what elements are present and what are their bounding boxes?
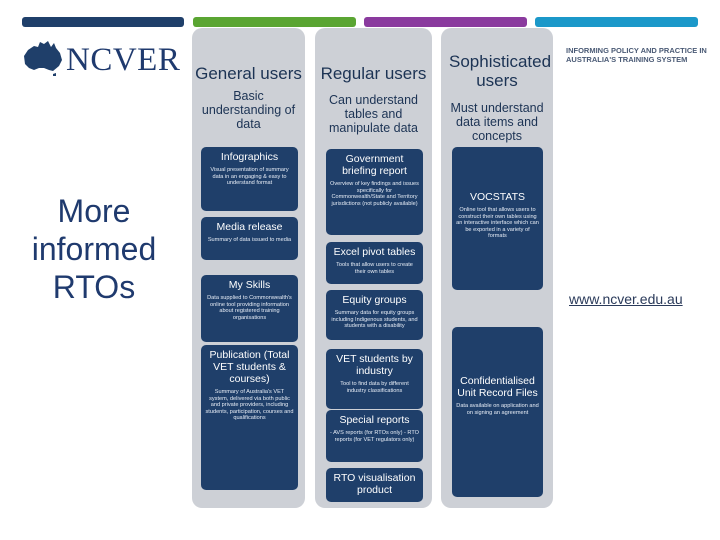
box-description: Visual presentation of summary data in a… (210, 167, 289, 187)
box-title: VOCSTATS (469, 191, 526, 203)
box-excel-pivot-tables: Excel pivot tables Tools that allow user… (326, 242, 423, 284)
box-description: Summary of Australia's VET system, deliv… (205, 389, 294, 422)
box-description: Tools that allow users to create their o… (336, 262, 413, 275)
box-title: Government briefing report (342, 153, 407, 177)
box-description: Summary data for equity groups including… (331, 310, 418, 330)
column-subtitle: Must understand data items and concepts (450, 101, 544, 143)
box-vet-students-by-industry: VET students by industry Tool to find da… (326, 349, 423, 409)
box-publication: Publication (Total VET students & course… (201, 345, 298, 490)
brand-name: NCVER (66, 42, 181, 78)
column-general-users: General users Basic understanding of dat… (192, 28, 305, 508)
box-title: My Skills (228, 279, 271, 291)
top-bar-blue (535, 17, 698, 27)
column-subtitle: Can understand tables and manipulate dat… (329, 93, 418, 135)
box-description: - AVS reports (for RTOs only) - RTO repo… (330, 430, 420, 443)
top-bar-purple (364, 17, 527, 27)
box-vocstats: VOCSTATS Online tool that allows users t… (452, 147, 543, 290)
box-description: Tool to find data by different industry … (340, 381, 409, 394)
box-rto-visualisation-product: RTO visualisation product (326, 468, 423, 502)
box-title: VET students by industry (336, 353, 413, 377)
box-description: Summary of data issued to media (207, 237, 292, 243)
box-title: Publication (Total VET students & course… (209, 349, 290, 385)
box-description: Overview of key findings and issues spec… (330, 181, 419, 207)
australia-map-icon (24, 41, 62, 76)
box-government-briefing-report: Government briefing report Overview of k… (326, 149, 423, 235)
column-regular-users: Regular users Can understand tables and … (315, 28, 432, 508)
box-title: Media release (216, 221, 283, 233)
box-my-skills: My Skills Data supplied to Commonwealth'… (201, 275, 298, 342)
box-special-reports: Special reports - AVS reports (for RTOs … (326, 410, 423, 462)
box-title: Equity groups (342, 294, 407, 306)
tagline: INFORMING POLICY AND PRACTICE IN AUSTRAL… (566, 46, 707, 64)
top-bar-green (193, 17, 356, 27)
column-title: General users (195, 64, 302, 83)
side-text: More informed RTOs (31, 193, 157, 305)
box-equity-groups: Equity groups Summary data for equity gr… (326, 290, 423, 340)
column-title: Regular users (320, 64, 427, 83)
box-title: Confidentialised Unit Record Files (457, 375, 538, 399)
box-description: Data supplied to Commonwealth's online t… (207, 295, 292, 321)
column-title: Sophisticated users (449, 52, 552, 90)
box-confidentialised-unit-record-files: Confidentialised Unit Record Files Data … (452, 327, 543, 497)
box-infographics: Infographics Visual presentation of summ… (201, 147, 298, 211)
box-title: RTO visualisation product (333, 472, 416, 496)
website-link[interactable]: www.ncver.edu.au (569, 291, 683, 307)
box-description: Online tool that allows users to constru… (456, 207, 539, 240)
box-description: Data available on application and on sig… (456, 403, 539, 416)
box-media-release: Media release Summary of data issued to … (201, 217, 298, 260)
box-title: Special reports (339, 414, 410, 426)
ncver-logo: NCVER (22, 38, 184, 80)
box-title: Infographics (220, 151, 279, 163)
box-title: Excel pivot tables (333, 246, 416, 258)
column-sophisticated-users: Sophisticated users Must understand data… (441, 28, 553, 508)
top-bar-navy (22, 17, 184, 27)
column-subtitle: Basic understanding of data (201, 89, 296, 131)
